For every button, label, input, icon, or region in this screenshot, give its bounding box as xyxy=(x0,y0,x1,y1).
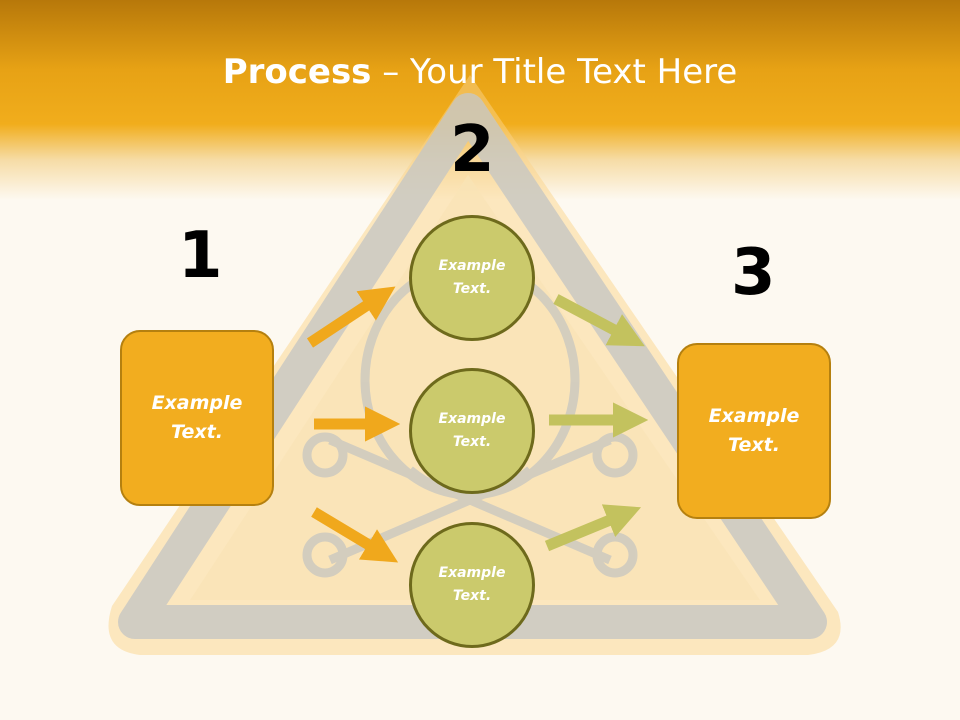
circle-2-text: Example Text. xyxy=(438,411,506,450)
circle-1[interactable]: Example Text. xyxy=(409,215,535,341)
title-rest: – Your Title Text Here xyxy=(371,52,738,92)
arrow-left-top xyxy=(306,286,396,348)
arrow-right-bottom xyxy=(544,504,642,552)
step-number-3: 3 xyxy=(731,236,776,310)
slide-title: Process – Your Title Text Here xyxy=(0,52,960,92)
step-box-1-text: Example Text. xyxy=(151,392,243,443)
title-bold: Process xyxy=(222,52,372,92)
step-box-1[interactable]: Example Text. xyxy=(120,330,274,506)
step-number-1: 1 xyxy=(178,219,223,293)
circle-2[interactable]: Example Text. xyxy=(409,368,535,494)
step-box-3[interactable]: Example Text. xyxy=(677,343,831,519)
step-box-3-text: Example Text. xyxy=(708,405,800,456)
step-number-2: 2 xyxy=(450,113,495,187)
circle-3-text: Example Text. xyxy=(438,565,506,604)
circle-1-text: Example Text. xyxy=(438,258,506,297)
arrow-left-bottom xyxy=(311,507,399,563)
circle-3[interactable]: Example Text. xyxy=(409,522,535,648)
arrow-right-top xyxy=(553,294,645,347)
